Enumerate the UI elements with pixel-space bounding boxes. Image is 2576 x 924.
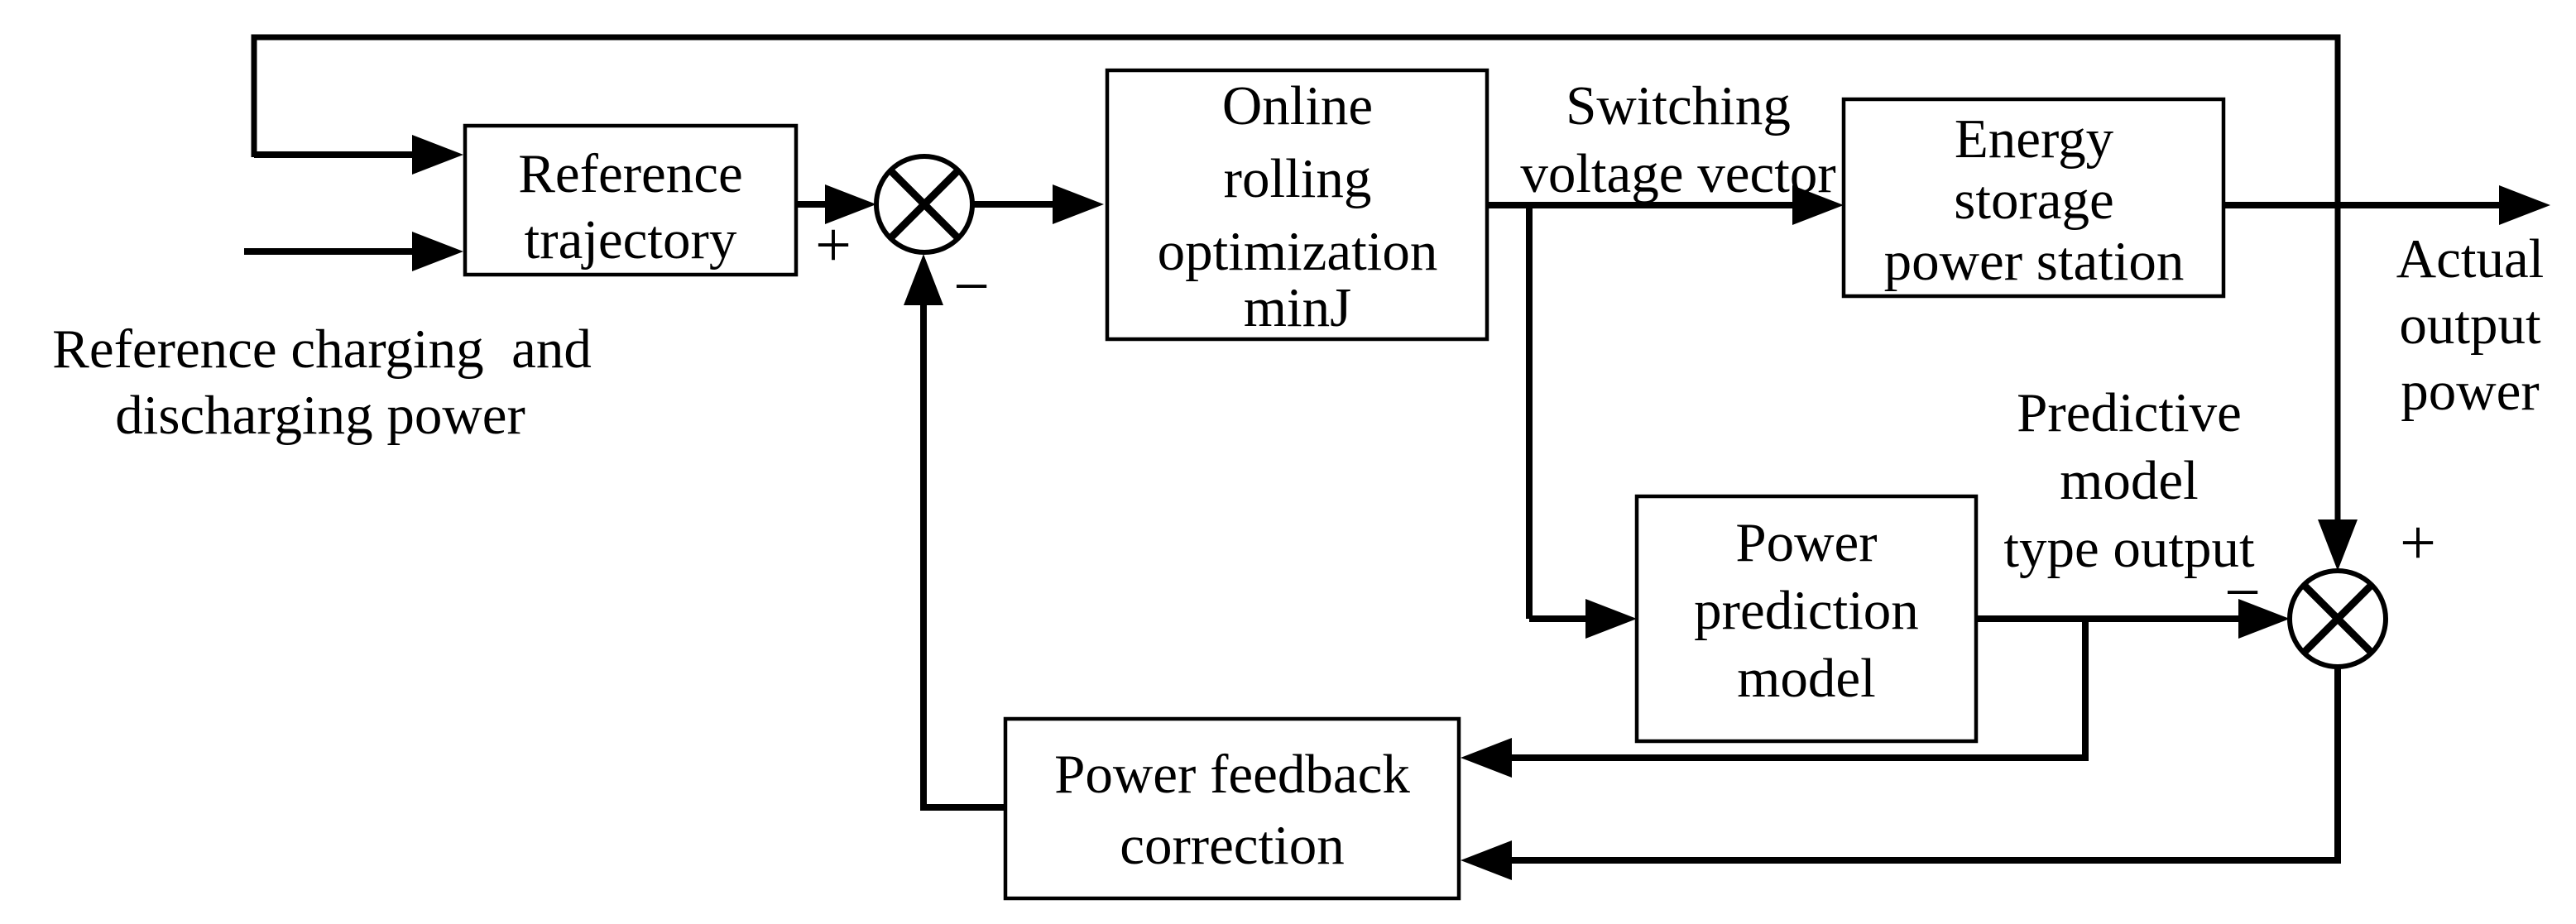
arrowhead-into-correction-upper-icon	[1461, 738, 1512, 778]
station-label-line3: power station	[1884, 231, 2185, 292]
block-online-rolling-optimization	[1105, 68, 1489, 342]
predictive-output-label-line3: type output	[2003, 518, 2255, 579]
wire-correction-to-sum1	[920, 305, 1005, 811]
actual-output-power-label-line2: output	[2399, 294, 2541, 356]
arrowhead-into-station-icon	[1792, 185, 1844, 225]
arrowhead-into-sum2-top-icon	[2318, 519, 2358, 571]
block-reference-trajectory	[463, 123, 799, 277]
block-power-feedback-correction	[1003, 716, 1461, 901]
optimizer-label-line3: optimization	[1158, 221, 1438, 282]
sum1-plus-sign: +	[815, 208, 851, 280]
actual-output-power-label-line3: power	[2401, 361, 2539, 422]
arrowhead-into-sum1-icon	[825, 184, 876, 224]
wire-sum2-to-correction	[1512, 667, 2341, 864]
sum1-minus-sign: −	[953, 250, 990, 322]
optimizer-label-line4: minJ	[1244, 277, 1351, 338]
predictive-output-label-line1: Predictive	[2017, 382, 2242, 443]
blocks	[463, 68, 2226, 901]
sum2-plus-sign: +	[2400, 506, 2436, 578]
block-power-prediction-model	[1634, 494, 1979, 744]
prediction-label-line1: Power	[1735, 512, 1877, 573]
block-labels: Reference trajectory Online rolling opti…	[518, 75, 2184, 876]
arrowhead-actual-output-icon	[2499, 185, 2550, 225]
arrowhead-into-prediction-icon	[1585, 599, 1637, 639]
reference-input-label-line2: discharging power	[115, 385, 525, 446]
block-energy-storage-power-station	[1841, 97, 2226, 299]
optimizer-label-line1: Online	[1222, 75, 1373, 136]
wire-top-feedback-loop	[251, 34, 2341, 519]
arrowhead-input-2-icon	[412, 232, 463, 271]
wire-prediction-branch-to-correction	[1512, 619, 2089, 761]
switching-voltage-vector-label-line1: Switching	[1566, 75, 1791, 136]
correction-label-line2: correction	[1120, 815, 1345, 876]
sum2-minus-sign: −	[2224, 556, 2261, 628]
optimizer-label-line2: rolling	[1224, 148, 1372, 209]
predictive-output-label-line2: model	[2060, 450, 2198, 511]
switching-voltage-vector-label-line2: voltage vector	[1520, 143, 1835, 204]
prediction-label-line3: model	[1737, 648, 1875, 709]
arrowhead-into-sum1-bottom-icon	[904, 254, 943, 305]
arrowheads	[412, 135, 2550, 880]
arrowhead-input-1-icon	[412, 135, 463, 175]
summing-junctions	[874, 154, 2388, 669]
sum-junction-1-cross-icon	[887, 167, 962, 242]
reference-trajectory-label-line1: Reference	[518, 143, 743, 204]
wires	[244, 34, 2501, 864]
reference-trajectory-label-line2: trajectory	[525, 209, 737, 270]
correction-label-line1: Power feedback	[1054, 744, 1410, 805]
signs: + − + −	[815, 208, 2436, 628]
prediction-label-line2: prediction	[1694, 580, 1919, 641]
station-label-line1: Energy	[1955, 108, 2114, 170]
actual-output-power-label-line1: Actual	[2396, 228, 2545, 290]
arrowhead-into-correction-lower-icon	[1461, 840, 1512, 880]
reference-input-label-line1: Reference charging and	[52, 318, 592, 380]
arrowhead-into-sum2-left-icon	[2238, 599, 2290, 639]
station-label-line2: storage	[1954, 170, 2113, 231]
arrowhead-into-optimizer-icon	[1053, 184, 1104, 224]
sum-junction-2-cross-icon	[2300, 582, 2375, 656]
annotations: Reference charging and discharging power…	[52, 75, 2544, 579]
